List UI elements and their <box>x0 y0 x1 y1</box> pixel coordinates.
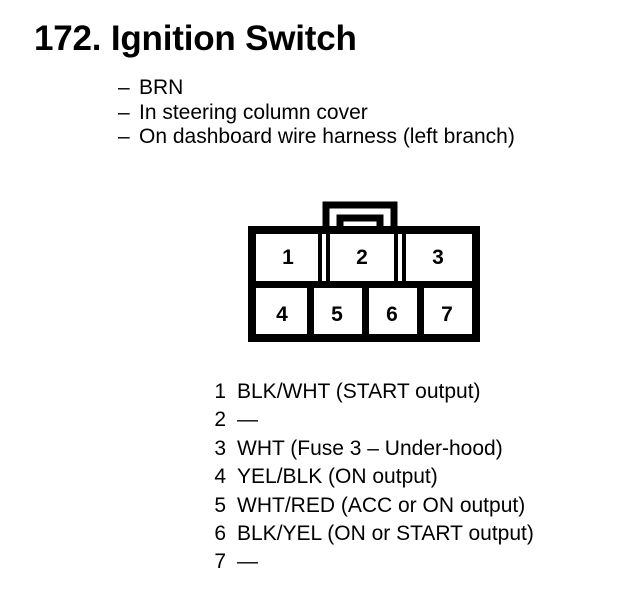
cavity-number-2: 2 <box>356 246 368 269</box>
top-cavity-divider <box>402 234 406 281</box>
cavity-number-5: 5 <box>331 303 343 326</box>
dash-bullet-icon: – <box>118 125 130 148</box>
attribute-text: BRN <box>139 76 184 99</box>
cavity-number-3: 3 <box>432 246 444 269</box>
attribute-text: In steering column cover <box>139 100 368 124</box>
top-cavity-divider <box>394 234 398 281</box>
pin-number: 1 <box>214 380 226 403</box>
pin-description: — <box>237 408 258 432</box>
pin-description: BLK/WHT (START output) <box>237 380 481 403</box>
pin-number: 6 <box>214 522 226 546</box>
list-item: –In steering column cover <box>118 101 515 126</box>
cavity-number-4: 4 <box>276 303 288 326</box>
pin-number: 5 <box>214 493 226 517</box>
connector-diagram: 1 2 3 4 5 6 7 <box>248 196 480 342</box>
pin-row: 5 WHT/RED (ACC or ON output) <box>212 492 534 520</box>
pin-row: 1 BLK/WHT (START output) <box>212 378 534 406</box>
pin-number: 3 <box>214 436 226 460</box>
dash-bullet-icon: – <box>118 100 130 124</box>
cavity-number-7: 7 <box>441 303 453 326</box>
bottom-cavity-divider <box>362 288 369 338</box>
list-item: –BRN <box>118 76 515 101</box>
attribute-text: On dashboard wire harness (left branch) <box>139 125 515 148</box>
pin-row: 2— <box>212 406 534 434</box>
bottom-cavity-divider <box>417 288 424 338</box>
pin-number: 4 <box>214 465 226 489</box>
pin-number: 2 <box>214 408 226 432</box>
attribute-list: –BRN –In steering column cover –On dashb… <box>118 76 515 150</box>
list-item: –On dashboard wire harness (left branch) <box>118 125 515 150</box>
pin-description: WHT (Fuse 3 – Under-hood) <box>237 436 503 460</box>
cavity-number-1: 1 <box>282 246 294 269</box>
pin-description: WHT/RED (ACC or ON output) <box>237 493 526 517</box>
top-cavity-divider <box>318 234 322 281</box>
top-cavity-divider <box>326 234 330 281</box>
pin-row: 3 WHT (Fuse 3 – Under-hood) <box>212 435 534 463</box>
pin-row: 7— <box>212 548 534 576</box>
pin-description: — <box>237 550 258 574</box>
pin-number: 7 <box>214 550 226 574</box>
dash-bullet-icon: – <box>118 76 130 99</box>
pin-row: 4 YEL/BLK (ON output) <box>212 463 534 491</box>
pin-description: BLK/YEL (ON or START output) <box>237 522 534 546</box>
page-title: 172. Ignition Switch <box>34 19 357 58</box>
row-divider <box>252 281 476 288</box>
pin-row: 6 BLK/YEL (ON or START output) <box>212 520 534 548</box>
bottom-cavity-divider <box>307 288 314 338</box>
pin-description: YEL/BLK (ON output) <box>237 465 438 489</box>
cavity-number-6: 6 <box>386 303 398 326</box>
